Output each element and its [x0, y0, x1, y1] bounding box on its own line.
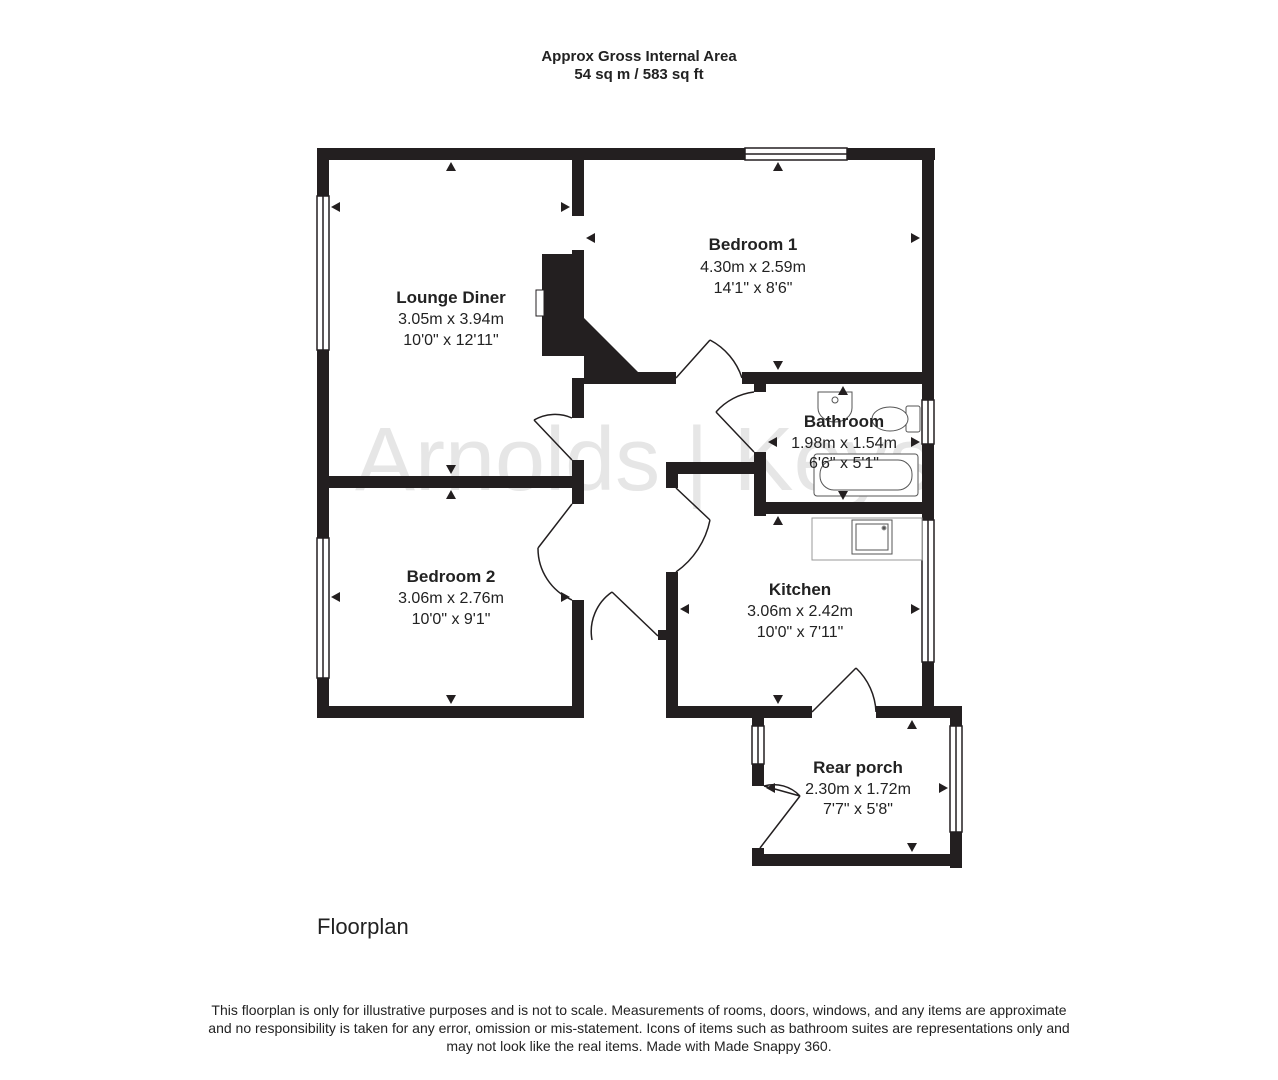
- room-metric: 3.06m x 2.42m: [747, 603, 853, 620]
- room-imperial: 14'1" x 8'6": [714, 280, 793, 297]
- room-metric: 4.30m x 2.59m: [700, 259, 806, 276]
- room-name: Bedroom 2: [407, 567, 496, 586]
- sink-icon: [817, 391, 853, 423]
- kitchen-sink-icon: [851, 519, 893, 555]
- room-name: Kitchen: [769, 580, 831, 599]
- bathroom-fixtures: [813, 391, 921, 497]
- room-metric: 3.05m x 3.94m: [398, 311, 504, 328]
- disclaimer-line: This floorplan is only for illustrative …: [211, 1002, 1067, 1018]
- room-label-bedroom-1: Bedroom 1 4.30m x 2.59m 14'1" x 8'6": [700, 235, 806, 297]
- door-kitchen-rear: [811, 667, 877, 713]
- room-label-rear-porch: Rear porch 2.30m x 1.72m 7'7" x 5'8": [805, 758, 911, 818]
- doors: [533, 339, 877, 849]
- disclaimer: This floorplan is only for illustrative …: [150, 1001, 1128, 1055]
- room-label-bathroom: Bathroom 1.98m x 1.54m 6'6" x 5'1": [791, 412, 897, 472]
- room-name: Bedroom 1: [709, 235, 798, 254]
- walls: [317, 148, 962, 868]
- door-bedroom1: [675, 339, 743, 379]
- room-name: Rear porch: [813, 758, 903, 777]
- door-porch: [759, 783, 801, 849]
- area-value: 54 sq m / 583 sq ft: [574, 66, 704, 83]
- room-label-bedroom-2: Bedroom 2 3.06m x 2.76m 10'0" x 9'1": [398, 567, 504, 628]
- room-imperial: 6'6" x 5'1": [809, 455, 879, 472]
- dimension-arrows: [331, 162, 948, 852]
- disclaimer-line: and no responsibility is taken for any e…: [208, 1020, 1070, 1036]
- room-metric: 2.30m x 1.72m: [805, 781, 911, 798]
- door-bathroom: [715, 391, 755, 453]
- door-lounge: [533, 413, 573, 461]
- room-imperial: 7'7" x 5'8": [823, 801, 893, 818]
- fireplace-icon: [535, 289, 545, 317]
- area-title: Approx Gross Internal Area: [541, 48, 737, 65]
- room-label-lounge-diner: Lounge Diner 3.05m x 3.94m 10'0" x 12'11…: [396, 288, 506, 349]
- windows: [316, 147, 963, 833]
- room-imperial: 10'0" x 12'11": [403, 332, 498, 349]
- room-name: Lounge Diner: [396, 288, 506, 307]
- room-name: Bathroom: [804, 412, 884, 431]
- area-header: Approx Gross Internal Area 54 sq m / 583…: [0, 48, 1278, 84]
- floorplan-label: Floorplan: [317, 914, 409, 939]
- room-metric: 1.98m x 1.54m: [791, 435, 897, 452]
- door-bedroom2: [537, 503, 573, 601]
- door-hall-bottom: [590, 591, 659, 641]
- room-imperial: 10'0" x 7'11": [757, 624, 844, 641]
- door-kitchen: [675, 487, 711, 573]
- room-metric: 3.06m x 2.76m: [398, 590, 504, 607]
- room-imperial: 10'0" x 9'1": [412, 611, 491, 628]
- disclaimer-line: may not look like the real items. Made w…: [446, 1038, 832, 1054]
- kitchen-worktop: [811, 517, 923, 561]
- room-label-kitchen: Kitchen 3.06m x 2.42m 10'0" x 7'11": [747, 580, 853, 641]
